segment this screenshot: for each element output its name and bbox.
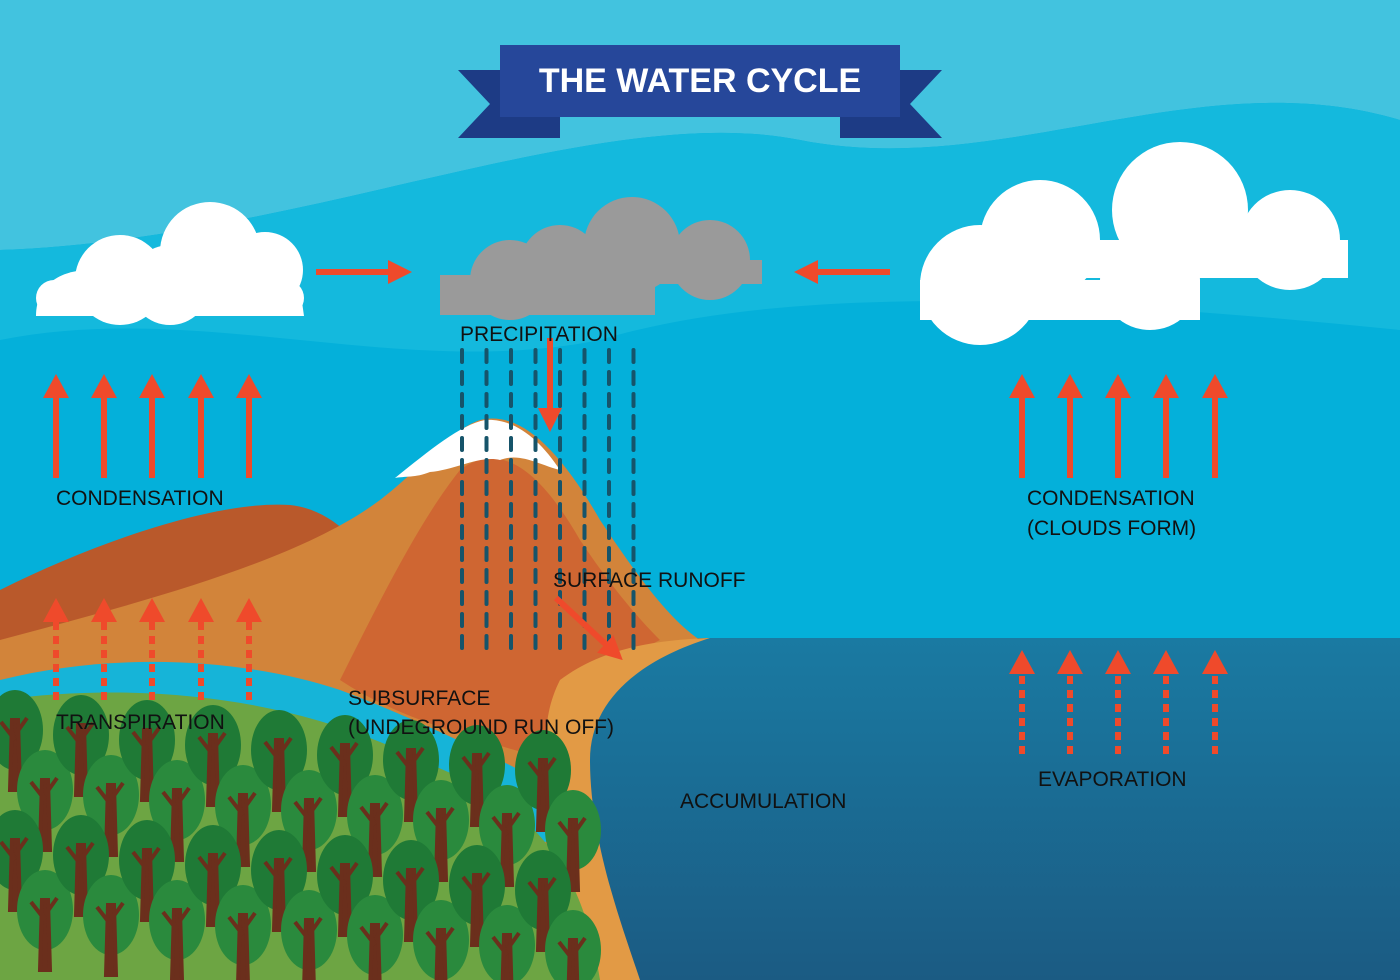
- up-arrow: [236, 374, 262, 478]
- label-surface-runoff: SURFACE RUNOFF: [553, 569, 746, 592]
- label-condensation-right: CONDENSATION: [1027, 487, 1195, 510]
- tree: [347, 895, 403, 980]
- dashed-up-arrow: [1105, 650, 1131, 754]
- label-transpiration: TRANSPIRATION: [56, 711, 225, 734]
- label-accumulation: ACCUMULATION: [680, 790, 846, 813]
- up-arrow: [1009, 374, 1035, 478]
- tree: [479, 905, 535, 980]
- snow-cap: [395, 419, 560, 478]
- tree: [383, 840, 439, 942]
- tree: [281, 890, 337, 980]
- label-evaporation: EVAPORATION: [1038, 768, 1187, 791]
- rain-drops: [460, 348, 636, 650]
- dashed-up-arrow: [1057, 650, 1083, 754]
- tree: [545, 790, 601, 892]
- tree: [119, 820, 175, 922]
- dashed-up-arrow: [139, 598, 165, 700]
- tree: [281, 770, 337, 872]
- forest: [0, 690, 601, 980]
- label-clouds-form: (CLOUDS FORM): [1027, 517, 1196, 540]
- dashed-up-arrow: [236, 598, 262, 700]
- tree: [185, 825, 241, 927]
- dashed-up-arrow: [43, 598, 69, 700]
- up-arrow: [1057, 374, 1083, 478]
- dashed-up-arrow: [1153, 650, 1179, 754]
- dashed-up-arrow: [188, 598, 214, 700]
- label-underground-runoff: (UNDEGROUND RUN OFF): [348, 716, 614, 739]
- tree: [515, 850, 571, 952]
- tree: [479, 785, 535, 887]
- tree: [83, 875, 139, 977]
- up-arrow: [139, 374, 165, 478]
- up-arrow: [1202, 374, 1228, 478]
- rain-cloud: [440, 197, 762, 320]
- sky-band: [0, 0, 1400, 250]
- runoff-arrow: [553, 595, 623, 661]
- tree: [347, 775, 403, 877]
- up-arrow: [188, 374, 214, 478]
- tree: [449, 845, 505, 947]
- tree: [383, 720, 439, 822]
- tree: [413, 780, 469, 882]
- tree: [17, 870, 73, 972]
- tree: [83, 755, 139, 857]
- tree: [149, 880, 205, 980]
- vertical-arrows: [43, 374, 1228, 754]
- tree: [119, 700, 175, 802]
- cloud-right: [920, 142, 1348, 345]
- title-ribbon: THE WATER CYCLE: [458, 45, 942, 138]
- label-subsurface: SUBSURFACE: [348, 687, 490, 710]
- dashed-up-arrow: [91, 598, 117, 700]
- tree: [17, 750, 73, 852]
- dashed-up-arrow: [1009, 650, 1035, 754]
- up-arrow: [1153, 374, 1179, 478]
- tree: [251, 710, 307, 812]
- up-arrow: [1105, 374, 1131, 478]
- page-title: THE WATER CYCLE: [539, 62, 861, 100]
- tree: [149, 760, 205, 862]
- up-arrow: [91, 374, 117, 478]
- cloud-left: [36, 202, 304, 325]
- dashed-up-arrow: [1202, 650, 1228, 754]
- tree: [545, 910, 601, 980]
- tree: [53, 695, 109, 797]
- tree: [215, 885, 271, 980]
- tree: [515, 730, 571, 832]
- ocean: [560, 638, 1400, 980]
- tree: [0, 690, 43, 792]
- up-arrow: [43, 374, 69, 478]
- tree: [413, 900, 469, 980]
- shoreline: [545, 638, 710, 980]
- tree: [449, 725, 505, 827]
- tree: [317, 835, 373, 937]
- label-precipitation: PRECIPITATION: [460, 323, 618, 346]
- tree: [215, 765, 271, 867]
- label-condensation-left: CONDENSATION: [56, 487, 224, 510]
